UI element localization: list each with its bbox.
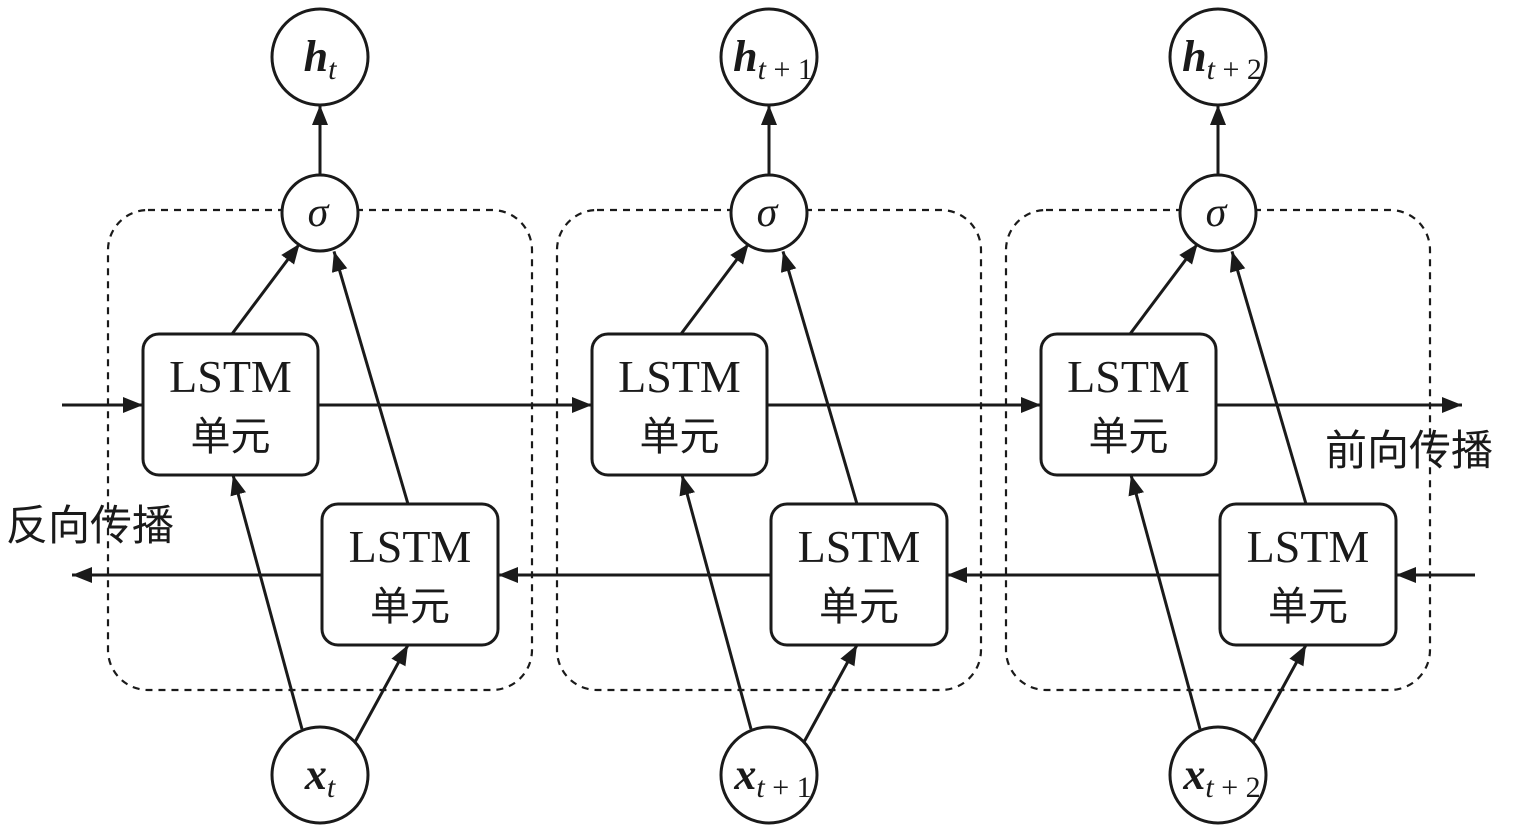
- input-label: xt + 2: [1182, 750, 1260, 804]
- input-to-backward-arrow: [1251, 644, 1308, 743]
- timestep-block-1: LSTM 单元 LSTM 单元 σ ht xt: [106, 7, 534, 825]
- backward-lstm-unit-label: 单元: [370, 584, 450, 630]
- sigma-symbol: σ: [1206, 190, 1229, 236]
- forward-to-sigma-arrow: [679, 242, 750, 335]
- propagation-lines: [62, 397, 1475, 583]
- backward-lstm-cell: [1218, 502, 1398, 647]
- output-label: ht: [304, 32, 337, 86]
- input-node: [1168, 725, 1268, 825]
- input-to-forward-arrow: [230, 474, 304, 730]
- forward-lstm-cell: [1039, 332, 1218, 477]
- forward-lstm-unit-label: 单元: [1089, 414, 1169, 460]
- output-label: ht + 2: [1182, 32, 1262, 86]
- backward-lstm-cell: [320, 502, 500, 647]
- backward-propagation-label: 反向传播: [6, 501, 174, 550]
- input-to-backward-arrow: [802, 644, 859, 743]
- input-label: xt: [304, 750, 336, 804]
- sigma-symbol: σ: [308, 190, 331, 236]
- forward-lstm-unit-label: 单元: [191, 414, 271, 460]
- input-node: [270, 725, 370, 825]
- backward-lstm-unit-label: 单元: [1268, 584, 1348, 630]
- backward-to-sigma-arrow: [331, 250, 410, 505]
- backward-to-sigma-arrow: [1229, 250, 1308, 505]
- forward-lstm-unit-label: 单元: [640, 414, 720, 460]
- backward-to-sigma-arrow: [780, 250, 859, 505]
- backward-lstm-label: LSTM: [349, 521, 472, 572]
- input-to-forward-arrow: [679, 474, 753, 730]
- timestep-blocks: LSTM 单元 LSTM 单元 σ ht xt LSTM 单元 LSTM 单元 σ ht + 1 xt +…: [106, 7, 1432, 825]
- timestep-block-2: LSTM 单元 LSTM 单元 σ ht + 1 xt + 1: [555, 7, 983, 825]
- forward-lstm-label: LSTM: [618, 351, 741, 402]
- input-node: [719, 725, 819, 825]
- forward-lstm-cell: [590, 332, 769, 477]
- input-label: xt + 1: [733, 750, 811, 804]
- forward-lstm-label: LSTM: [1067, 351, 1190, 402]
- timestep-block-3: LSTM 单元 LSTM 单元 σ ht + 2 xt + 2: [1004, 7, 1432, 825]
- input-to-forward-arrow: [1128, 474, 1202, 730]
- forward-to-sigma-arrow: [230, 242, 301, 335]
- backward-lstm-unit-label: 单元: [819, 584, 899, 630]
- forward-to-sigma-arrow: [1128, 242, 1199, 335]
- backward-lstm-label: LSTM: [1247, 521, 1370, 572]
- forward-lstm-cell: [141, 332, 320, 477]
- output-label: ht + 1: [733, 32, 813, 86]
- backward-lstm-cell: [769, 502, 949, 647]
- backward-lstm-label: LSTM: [798, 521, 921, 572]
- forward-lstm-label: LSTM: [169, 351, 292, 402]
- forward-propagation-label: 前向传播: [1325, 426, 1493, 475]
- sigma-symbol: σ: [757, 190, 780, 236]
- input-to-backward-arrow: [353, 644, 410, 743]
